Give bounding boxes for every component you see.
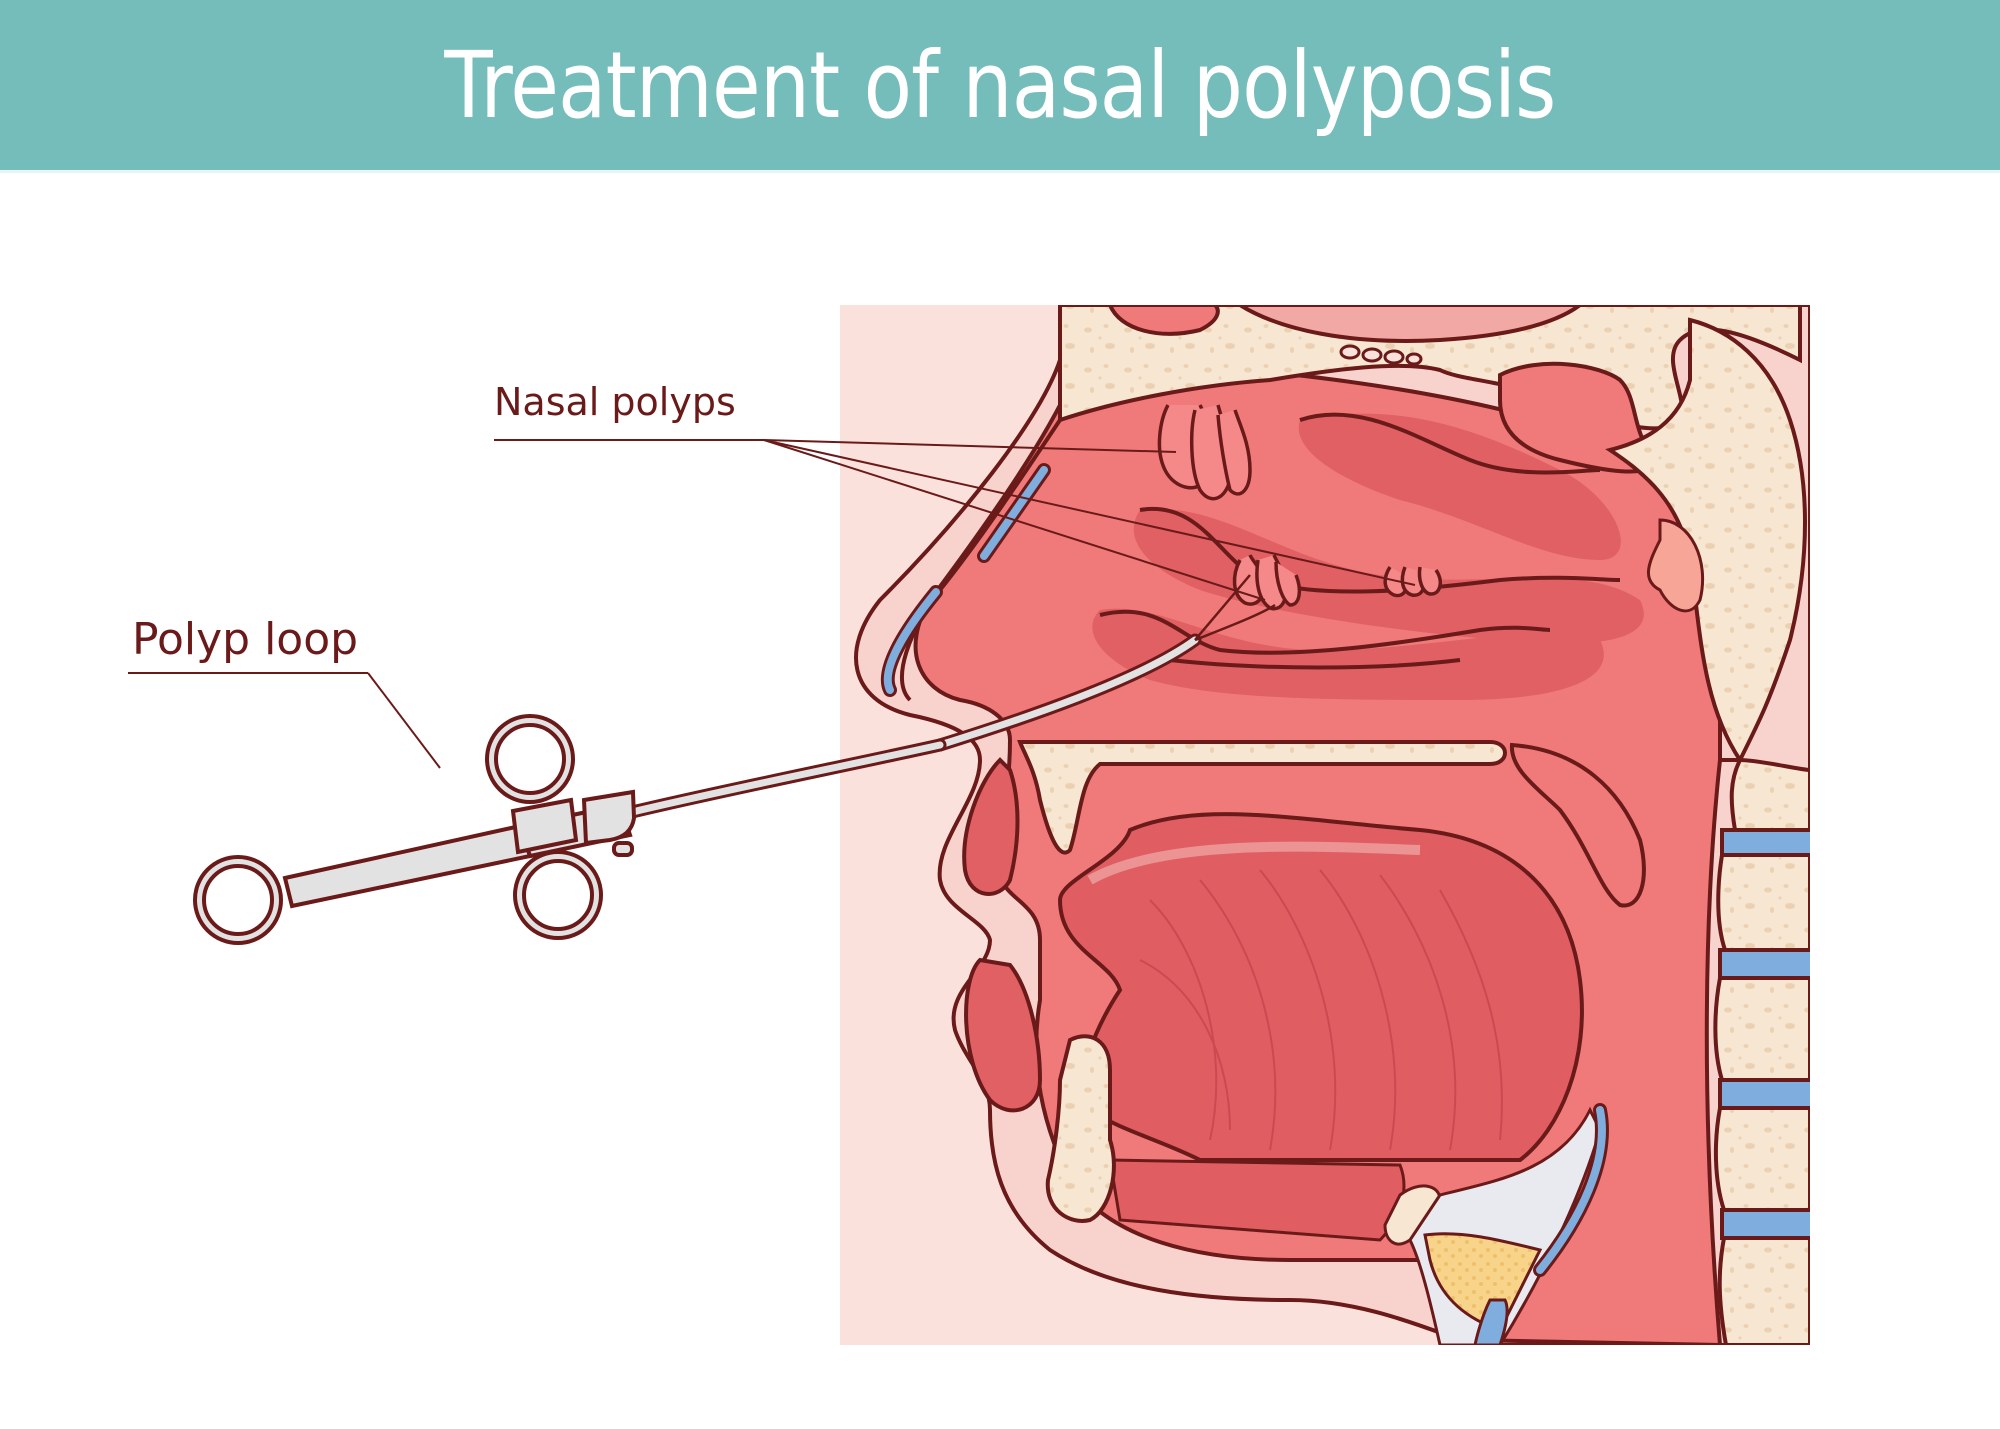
title-banner: Treatment of nasal polyposis (0, 0, 2000, 170)
cranial-cavity (1236, 305, 1584, 343)
nasal-polyps-label: Nasal polyps (494, 380, 736, 424)
polyp-loop-label: Polyp loop (132, 614, 359, 665)
epiglottis (1536, 1106, 1606, 1274)
mandible (1045, 1034, 1116, 1223)
handle-slider (510, 797, 579, 855)
polyp-loop-instrument (193, 714, 637, 945)
frontal-sinus (1107, 305, 1220, 336)
intervertebral-disc (1720, 828, 1810, 857)
intervertebral-disc (1718, 948, 1810, 980)
polyp-loop-leaders (128, 672, 441, 769)
nasal-polyps-posterior (1383, 566, 1442, 598)
nasal-polyps-upper (1157, 404, 1252, 501)
hard-palate (1017, 740, 1507, 855)
tongue-muscle-fibers (1139, 869, 1503, 1151)
adenoid (1646, 518, 1705, 613)
nasal-cartilage-upper (980, 466, 1048, 560)
intervertebral-disc (1720, 1208, 1810, 1240)
nasal-cartilage-lower (883, 588, 940, 694)
upper-lip (962, 757, 1020, 896)
page-title: Treatment of nasal polyposis (444, 31, 1556, 139)
intervertebral-disc (1718, 1078, 1810, 1110)
soft-palate (1509, 742, 1646, 908)
cribriform-plate (1339, 344, 1423, 366)
banner-divider (0, 170, 2000, 173)
lower-lip (964, 957, 1043, 1113)
loop-shaft-inside (936, 636, 1199, 749)
superior-turbinate (1298, 413, 1621, 560)
thyroid-cartilage (1473, 1298, 1509, 1345)
head-section (840, 305, 1810, 1345)
nasal-polyps-leaders (494, 439, 1416, 601)
inferior-turbinate (1092, 608, 1604, 700)
wire-loop (1194, 574, 1276, 642)
cervical-spine (1713, 757, 1810, 1345)
loop-shaft (616, 741, 944, 819)
